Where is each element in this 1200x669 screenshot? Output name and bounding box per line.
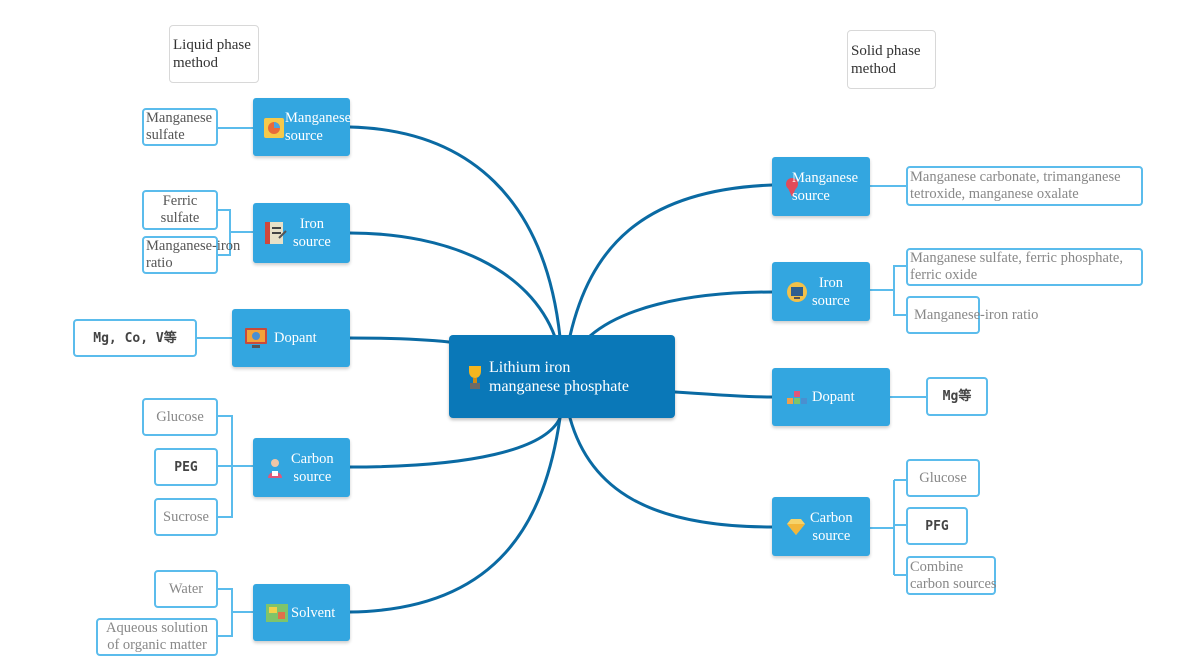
central-label: Lithium iron manganese phosphate (489, 358, 629, 395)
right-branch-dopant[interactable]: Dopant (772, 368, 890, 426)
link-right-manganese (568, 183, 774, 338)
leaf-l-dopant-elements[interactable]: Mg, Co, V等 (73, 319, 197, 357)
map-icon (266, 603, 288, 622)
leaf-link-r-iron (870, 265, 906, 316)
leaf-l-manganese-sulfate[interactable]: Manganese sulfate (142, 108, 218, 146)
solid-phase-title: Solid phase method (847, 30, 936, 89)
leaf-l-sucrose[interactable]: Sucrose (154, 498, 218, 536)
leaf-r-pfg[interactable]: PFG (906, 507, 968, 545)
leaf-r-iron-compounds[interactable]: Manganese sulfate, ferric phosphate, fer… (906, 248, 1143, 286)
chart-icon (264, 118, 284, 138)
leaf-l-aqueous-solution[interactable]: Aqueous solution of organic matter (96, 618, 218, 656)
leaf-l-peg[interactable]: PEG (154, 448, 218, 486)
leaf-r-combine-carbon[interactable]: Combine carbon sources (906, 556, 997, 595)
link-right-iron (588, 290, 774, 338)
link-left-dopant (348, 336, 451, 344)
left-branch-manganese[interactable]: Manganese source (253, 98, 351, 156)
link-left-solvent (348, 416, 562, 614)
left-branch-carbon[interactable]: Carbon source (253, 438, 350, 497)
right-branch-carbon[interactable]: Carbon source (772, 497, 870, 556)
link-right-carbon (568, 416, 774, 529)
left-branch-iron[interactable]: Iron source (253, 203, 350, 263)
leaf-r-dopant-mg[interactable]: Mg等 (926, 377, 988, 416)
leaf-l-mn-fe-ratio[interactable]: Manganese-iron ratio (142, 236, 240, 274)
book-icon (265, 222, 287, 244)
pin-icon (786, 177, 798, 197)
computer-icon (245, 328, 267, 348)
link-right-dopant (673, 390, 774, 399)
right-branch-manganese[interactable]: Manganese source (772, 157, 870, 216)
leaf-r-manganese-compounds[interactable]: Manganese carbonate, trimanganese tetrox… (906, 166, 1143, 206)
leaf-l-water[interactable]: Water (154, 570, 218, 608)
link-left-manganese (348, 125, 562, 339)
monitor-icon (787, 281, 807, 302)
liquid-phase-title: Liquid phase method (169, 25, 259, 83)
diamond-icon (787, 518, 805, 535)
leaf-link-r-carbon (870, 479, 906, 576)
leaf-link-l-iron (218, 209, 253, 256)
leaf-link-l-solvent (218, 588, 253, 637)
link-left-carbon (348, 416, 562, 469)
leaf-link-l-carbon (218, 415, 253, 518)
left-branch-dopant[interactable]: Dopant (232, 309, 350, 367)
trophy-icon (469, 365, 481, 389)
right-branch-iron[interactable]: Iron source (772, 262, 870, 321)
left-branch-solvent[interactable]: Solvent (253, 584, 350, 641)
leaf-r-mn-fe-ratio[interactable]: Manganese-iron ratio (906, 296, 1038, 334)
person-icon (268, 458, 282, 478)
central-topic[interactable]: Lithium iron manganese phosphate (449, 335, 675, 418)
blocks-icon (787, 391, 807, 404)
leaf-l-glucose[interactable]: Glucose (142, 398, 218, 436)
leaf-l-ferric-sulfate[interactable]: Ferric sulfate (142, 190, 218, 230)
link-left-iron (348, 231, 557, 339)
leaf-r-glucose[interactable]: Glucose (906, 459, 980, 497)
